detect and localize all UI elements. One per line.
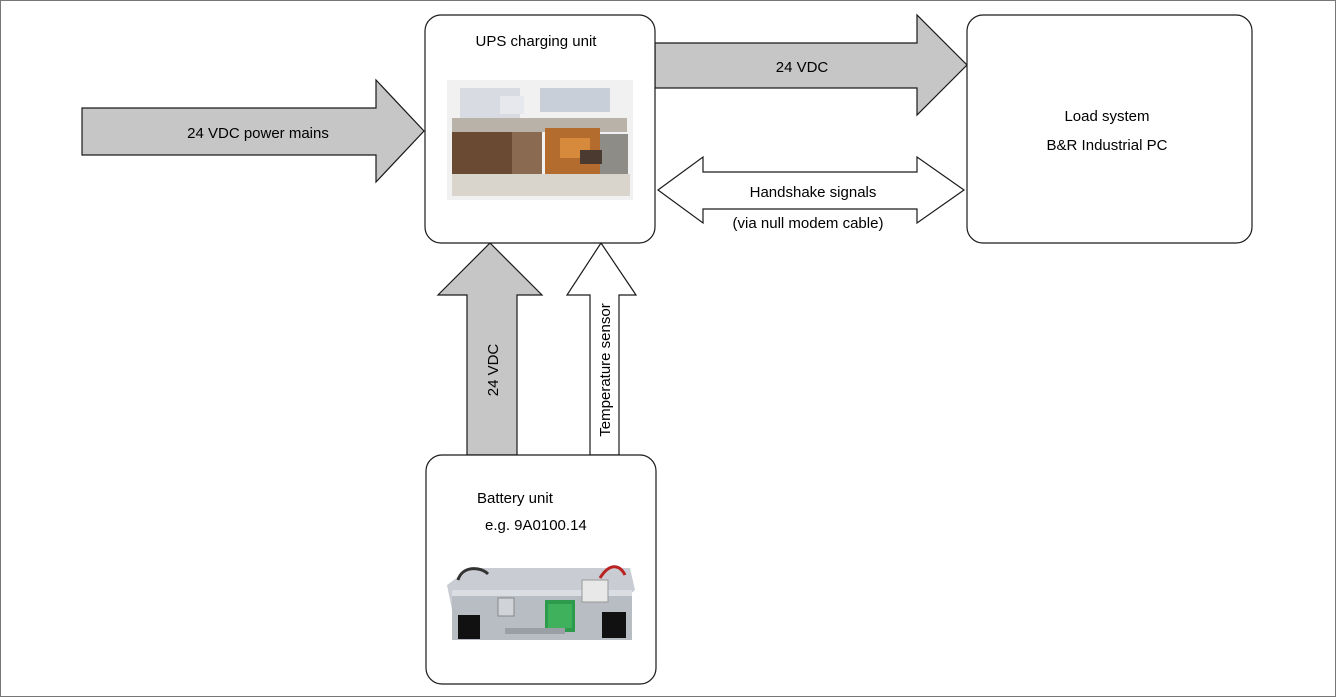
- ups-unit-image: [447, 80, 633, 200]
- mains-power-label: 24 VDC power mains: [187, 125, 329, 142]
- battery-unit-label: Battery unit: [477, 490, 554, 507]
- load-system-label: Load system: [1064, 108, 1149, 125]
- handshake-arrow: [656, 155, 966, 225]
- mains-power-arrow: [81, 78, 425, 184]
- output-power-arrow: [654, 13, 968, 117]
- load-system-box: [966, 14, 1253, 244]
- temperature-sensor-label: Temperature sensor: [597, 303, 614, 436]
- battery-unit-model: e.g. 9A0100.14: [485, 517, 587, 534]
- battery-power-arrow: [436, 242, 544, 456]
- output-power-label: 24 VDC: [776, 59, 829, 76]
- ups-charging-unit-label: UPS charging unit: [476, 33, 598, 50]
- handshake-label-line2: (via null modem cable): [733, 215, 884, 232]
- battery-unit-image: [447, 565, 635, 640]
- load-system-sublabel: B&R Industrial PC: [1047, 137, 1168, 154]
- temperature-sensor-arrow: [565, 241, 638, 456]
- handshake-label-line1: Handshake signals: [750, 184, 877, 201]
- battery-power-label: 24 VDC: [485, 344, 502, 397]
